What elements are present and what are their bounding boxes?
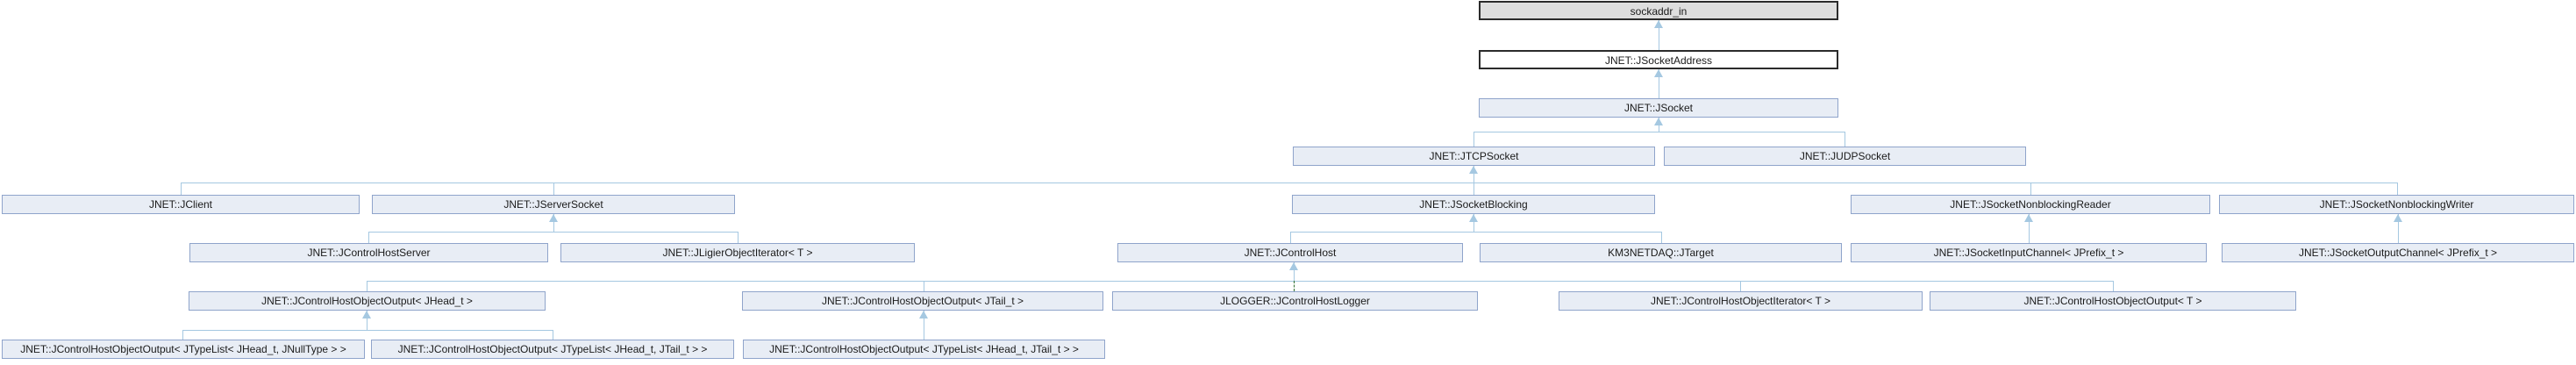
- class-node[interactable]: JNET::JLigierObjectIterator< T >: [560, 243, 915, 262]
- class-node[interactable]: JNET::JControlHost: [1117, 243, 1463, 262]
- arrowhead-up-icon: [2024, 214, 2033, 222]
- class-node[interactable]: JLOGGER::JControlHostLogger: [1112, 291, 1478, 311]
- inheritance-edge: [1290, 232, 1292, 243]
- inheritance-edge: [738, 232, 739, 243]
- inheritance-edge: [367, 281, 2114, 283]
- inheritance-edge: [2397, 182, 2399, 195]
- inheritance-edge: [2398, 214, 2400, 243]
- inheritance-edge: [1294, 262, 1295, 281]
- arrowhead-up-icon: [1469, 214, 1478, 222]
- class-node[interactable]: JNET::JSocketOutputChannel< JPrefix_t >: [2222, 243, 2574, 262]
- class-node[interactable]: JNET::JTCPSocket: [1293, 147, 1655, 166]
- inheritance-edge: [368, 232, 738, 233]
- inheritance-edge: [1661, 232, 1663, 243]
- class-node[interactable]: JNET::JControlHostObjectOutput< JHead_t …: [189, 291, 546, 311]
- class-node[interactable]: JNET::JControlHostObjectOutput< JTail_t …: [742, 291, 1103, 311]
- class-node[interactable]: JNET::JControlHostObjectOutput< JTypeLis…: [743, 340, 1105, 359]
- class-node[interactable]: JNET::JClient: [2, 195, 360, 214]
- arrowhead-up-icon: [362, 311, 371, 318]
- class-node[interactable]: JNET::JSocket: [1479, 98, 1838, 118]
- class-node[interactable]: JNET::JControlHostObjectIterator< T >: [1559, 291, 1923, 311]
- class-node[interactable]: JNET::JSocketNonblockingReader: [1851, 195, 2210, 214]
- inheritance-edge: [553, 214, 555, 232]
- inheritance-edge: [2029, 214, 2030, 243]
- class-node[interactable]: JNET::JUDPSocket: [1664, 147, 2026, 166]
- inheritance-edge: [553, 182, 555, 195]
- class-node[interactable]: JNET::JSocketInputChannel< JPrefix_t >: [1851, 243, 2207, 262]
- class-node[interactable]: JNET::JControlHostObjectOutput< T >: [1930, 291, 2296, 311]
- class-node[interactable]: JNET::JSocketBlocking: [1292, 195, 1655, 214]
- arrowhead-up-icon: [1654, 20, 1663, 28]
- inheritance-edge: [182, 330, 553, 332]
- arrowhead-up-icon: [549, 214, 558, 222]
- inheritance-edge: [2113, 281, 2115, 291]
- class-node: sockaddr_in: [1479, 1, 1838, 20]
- arrowhead-up-icon: [2394, 214, 2402, 222]
- class-node[interactable]: KM3NETDAQ::JTarget: [1480, 243, 1842, 262]
- inheritance-edge: [1290, 232, 1661, 233]
- arrowhead-up-icon: [1654, 118, 1663, 125]
- inheritance-edge: [1740, 281, 1742, 291]
- inheritance-edge: [181, 182, 2397, 184]
- class-node[interactable]: JNET::JSocketNonblockingWriter: [2219, 195, 2574, 214]
- class-node: JNET::JSocketAddress: [1479, 50, 1838, 69]
- inheritance-edge: [182, 330, 184, 340]
- inheritance-edge: [181, 182, 182, 195]
- arrowhead-up-icon: [919, 311, 928, 318]
- arrowhead-up-icon: [1469, 166, 1478, 174]
- class-node[interactable]: JNET::JControlHostObjectOutput< JTypeLis…: [371, 340, 734, 359]
- class-node[interactable]: JNET::JControlHostServer: [189, 243, 548, 262]
- arrowhead-up-icon: [1289, 262, 1298, 270]
- inheritance-edge: [368, 232, 370, 243]
- class-node[interactable]: JNET::JControlHostObjectOutput< JTypeLis…: [2, 340, 365, 359]
- class-node[interactable]: JNET::JServerSocket: [372, 195, 735, 214]
- arrowhead-up-icon: [1654, 69, 1663, 77]
- protected-inheritance-edge: [1294, 281, 1295, 291]
- inheritance-edge: [2030, 182, 2032, 195]
